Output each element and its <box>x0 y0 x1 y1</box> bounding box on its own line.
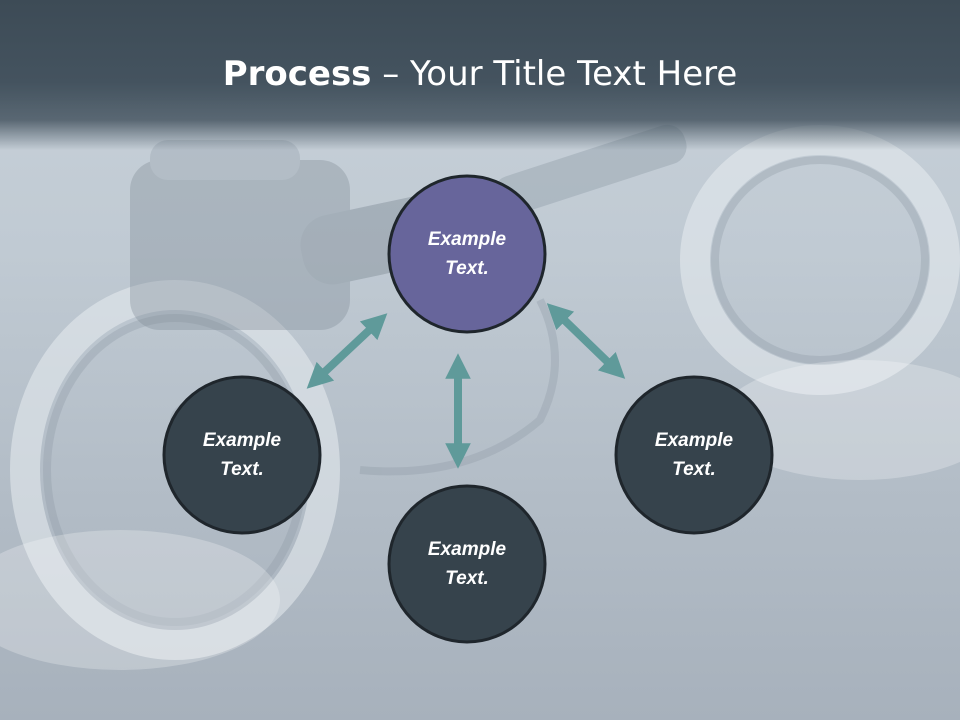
node-right-line1: Example <box>654 430 734 451</box>
node-bottom-circle[interactable] <box>387 484 547 644</box>
title-bar <box>0 0 960 150</box>
arrow-top-right <box>546 303 626 379</box>
node-bottom-line1: Example <box>427 539 507 560</box>
node-bottom-line2: Text. <box>445 568 489 589</box>
node-bottom-label[interactable]: Example Text. <box>392 535 542 593</box>
node-right-line2: Text. <box>672 459 716 480</box>
node-right-label[interactable]: Example Text. <box>619 426 769 484</box>
node-left-circle[interactable] <box>162 375 322 535</box>
node-left-line1: Example <box>202 430 282 451</box>
node-right-circle[interactable] <box>614 375 774 535</box>
node-top-line2: Text. <box>445 258 489 279</box>
node-top-line1: Example <box>427 229 507 250</box>
title-rest-part: – Your Title Text Here <box>371 54 738 94</box>
node-top-circle[interactable] <box>387 174 547 334</box>
arrow-top-left <box>306 313 388 389</box>
node-top-label[interactable]: Example Text. <box>392 225 542 283</box>
node-left-label[interactable]: Example Text. <box>167 426 317 484</box>
node-left-line2: Text. <box>220 459 264 480</box>
slide-title: Process – Your Title Text Here <box>0 52 960 96</box>
title-bold-part: Process <box>222 54 372 94</box>
